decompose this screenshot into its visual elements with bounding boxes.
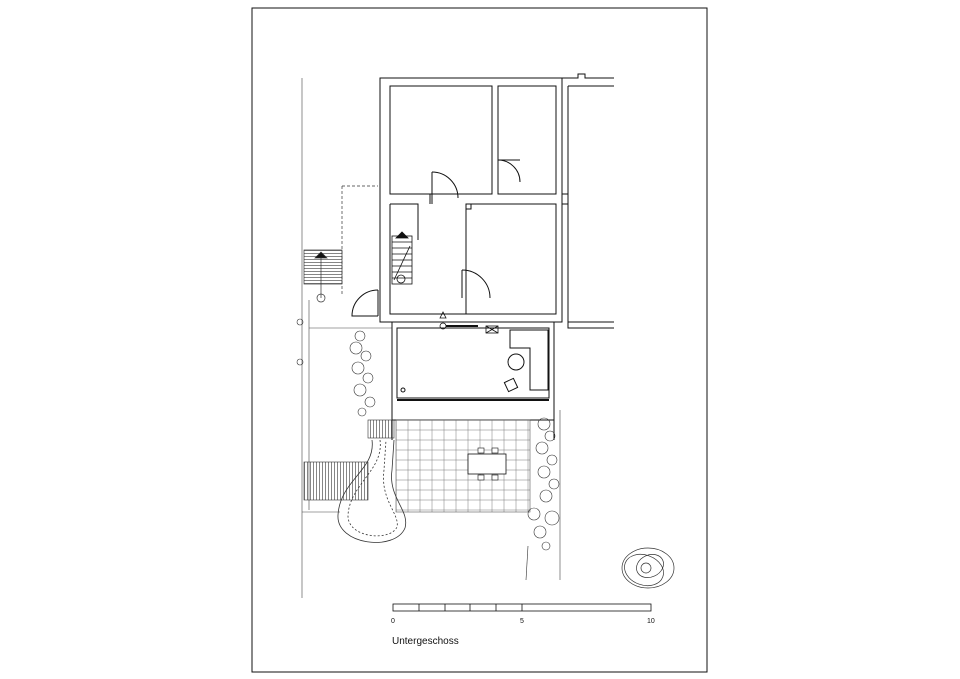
doors [351,159,521,317]
tree [621,547,675,589]
shrubs [296,318,560,581]
building-walls [379,77,563,323]
neighbour-building [562,73,614,329]
plan-title: Untergeschoss [392,636,459,647]
entrance-stairs [303,185,378,303]
garden-path [337,439,407,543]
scale-label-0: 0 [391,618,395,625]
site-boundary [301,78,561,598]
staircase [391,231,413,285]
axis-marker [439,311,499,334]
terrace [395,419,531,513]
garden-deck [303,419,395,501]
scale-bar [392,603,652,612]
scale-label-5: 5 [520,618,524,625]
scale-label-10: 10 [647,618,655,625]
sheet-border [251,7,708,673]
